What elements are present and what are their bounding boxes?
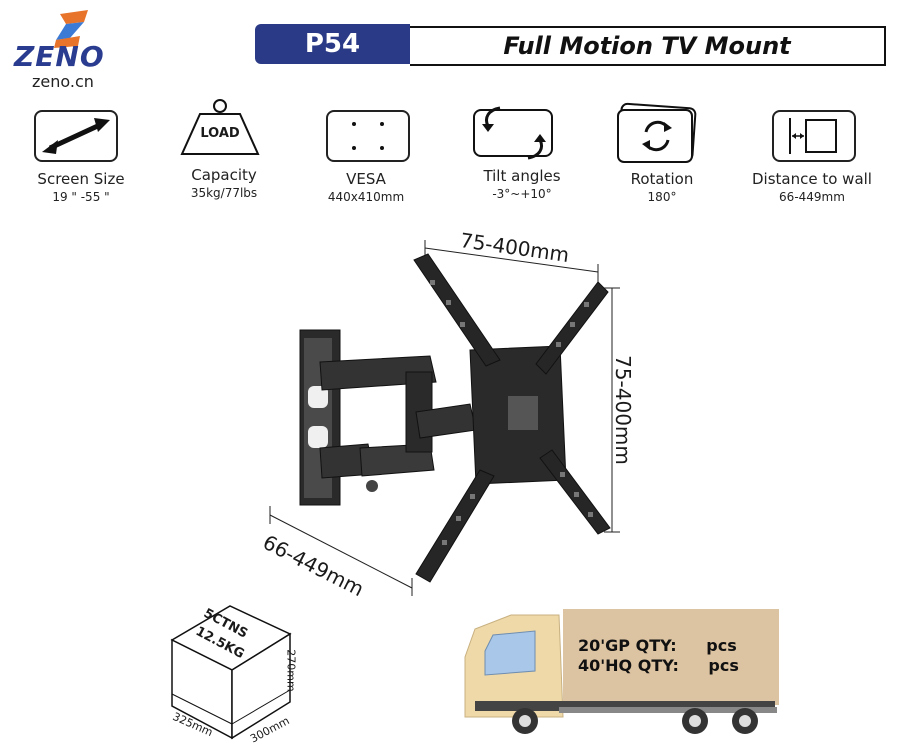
brand-url: zeno.cn — [32, 72, 94, 91]
feature-vesa: VESA 440x410mm — [296, 170, 436, 204]
carton-height: 270mm — [284, 649, 298, 692]
brand-logo — [10, 8, 140, 94]
feature-label: Tilt angles — [483, 167, 561, 185]
qty-40hq-unit: pcs — [708, 656, 739, 675]
model-badge: P54 — [255, 24, 410, 64]
carton-box-icon — [170, 605, 292, 740]
screen-size-icon — [34, 110, 118, 162]
right-dimension-label: 75-400mm — [611, 355, 635, 465]
logo-mark-icon — [54, 10, 88, 48]
feature-label: VESA — [346, 170, 386, 188]
feature-capacity: Capacity 35kg/77lbs — [154, 166, 294, 200]
shipping-truck-icon — [464, 609, 779, 734]
qty-40hq: 40'HQ QTY: pcs — [578, 656, 739, 675]
qty-20gp-unit: pcs — [706, 636, 737, 655]
tv-mount-diagram — [269, 240, 620, 596]
rotation-icon — [614, 102, 700, 166]
page-title: Full Motion TV Mount — [410, 26, 886, 66]
feature-value: 440x410mm — [327, 190, 405, 204]
load-weight-icon: LOAD — [176, 96, 264, 158]
feature-value: 66-449mm — [779, 190, 845, 204]
feature-value: 35kg/77lbs — [190, 186, 258, 200]
feature-value: 19 " -55 " — [52, 190, 110, 204]
brand-name: ZENO — [14, 40, 105, 73]
tilt-icon — [470, 102, 558, 164]
feature-distance: Distance to wall 66-449mm — [742, 170, 882, 204]
feature-value: -3°~+10° — [492, 187, 552, 201]
feature-label: Capacity — [191, 166, 257, 184]
qty-40hq-label: 40'HQ QTY: — [578, 656, 679, 675]
feature-label: Rotation — [630, 170, 694, 188]
feature-value: 180° — [647, 190, 677, 204]
qty-20gp-label: 20'GP QTY: — [578, 636, 677, 655]
feature-tilt: Tilt angles -3°~+10° — [452, 167, 592, 201]
feature-screen-size: Screen Size 19 " -55 " — [11, 170, 151, 204]
wall-distance-icon — [772, 110, 856, 162]
vesa-pattern-icon — [326, 110, 410, 162]
feature-label: Distance to wall — [752, 170, 872, 188]
qty-20gp: 20'GP QTY: pcs — [578, 636, 737, 655]
feature-rotation: Rotation 180° — [592, 170, 732, 204]
feature-label: Screen Size — [37, 170, 125, 188]
load-icon-text: LOAD — [200, 126, 240, 141]
